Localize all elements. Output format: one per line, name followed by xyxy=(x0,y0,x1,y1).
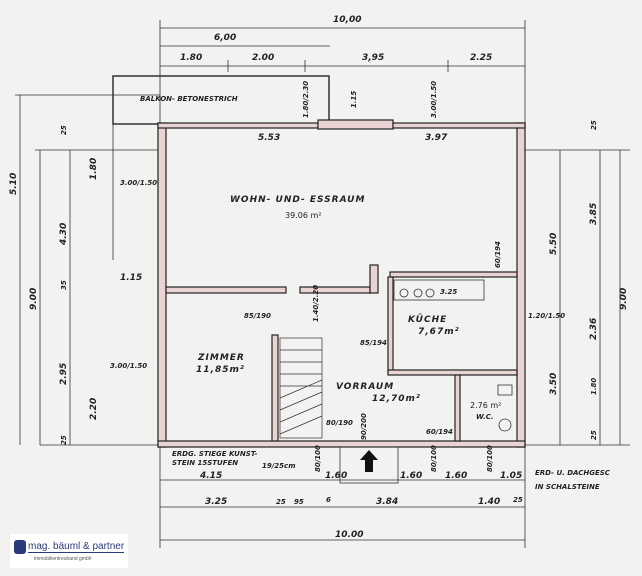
living-room-area: 39.06 m² xyxy=(285,211,321,220)
dim-bottom1-5: 1.05 xyxy=(500,471,522,481)
opening-balcony-door: 1.80/2.30 xyxy=(302,81,310,118)
dim-inner-2: 3.97 xyxy=(425,133,448,143)
wc-sink xyxy=(497,384,513,396)
dim-bottom2-3: 95 xyxy=(294,498,304,506)
opening-window-2: 80/100 xyxy=(430,445,438,472)
construction-note-1: ERD- U. DACHGESC xyxy=(535,469,611,477)
opening-window-3: 80/100 xyxy=(486,445,494,472)
dim-left-5: 2.95 xyxy=(59,363,69,385)
opening-zimmer-door: 85/190 xyxy=(244,312,271,320)
dim-left-1: 5.10 xyxy=(9,173,19,195)
dim-bottom1-1: 4.15 xyxy=(199,471,222,481)
kitchen-counter xyxy=(393,279,485,301)
stairs-note-1: ERDG. STIEGE KUNST- xyxy=(172,450,257,458)
balcony-label: BALKON- BETONESTRICH xyxy=(140,95,238,103)
dim-top-total: 10,00 xyxy=(333,15,361,25)
dim-right-8: 1.80 xyxy=(590,378,598,395)
entrance-steps xyxy=(339,446,399,484)
opening-hall-passage: 1.40/2.20 xyxy=(312,285,320,322)
dim-right-1: 5.50 xyxy=(549,233,559,255)
dim-top-seg-3: 3,95 xyxy=(362,53,384,63)
dim-bottom2-6: 1.40 xyxy=(478,497,500,507)
walls xyxy=(157,119,526,448)
dim-right-7: 25 xyxy=(590,430,598,440)
logo-name: mag. bäuml & partner xyxy=(28,541,125,553)
dim-left-2: 9.00 xyxy=(29,288,39,310)
logo-subtitle: immobilientreuhand gmbh xyxy=(34,556,92,562)
dim-right-6: 25 xyxy=(590,120,598,130)
dim-left-7: 1.15 xyxy=(120,273,142,283)
opening-kitchen-door: 85/194 xyxy=(360,339,387,347)
dim-left-10: 25 xyxy=(60,435,68,445)
company-logo: mag. bäuml & partner immobilientreuhand … xyxy=(10,534,128,568)
dim-bottom2-5: 3.84 xyxy=(376,497,398,507)
dim-bottom-total: 10.00 xyxy=(335,530,363,540)
dim-bottom2-7: 25 xyxy=(513,496,523,504)
dim-left-8: 25 xyxy=(60,125,68,135)
opening-wc-door: 60/194 xyxy=(426,428,453,436)
dim-bottom2-2: 25 xyxy=(276,498,286,506)
opening-stair-door: 80/190 xyxy=(326,419,353,427)
dim-inner-1: 5.53 xyxy=(258,133,280,143)
hall-label: VORRAUM xyxy=(336,382,394,392)
dim-bottom1-4: 1.60 xyxy=(445,471,467,481)
staircase xyxy=(279,337,323,439)
dim-right-4: 3.50 xyxy=(549,373,559,395)
opening-window-1: 80/100 xyxy=(314,445,322,472)
dim-right-2: 3.85 xyxy=(589,203,599,225)
zimmer-area: 11,85m² xyxy=(196,365,245,375)
dim-left-9: 35 xyxy=(60,280,68,290)
toilet-icon xyxy=(498,418,512,432)
opening-zimmer-window: 3.00/1.50 xyxy=(110,362,147,370)
zimmer-label: ZIMMER xyxy=(197,353,245,363)
dim-top-sub: 6,00 xyxy=(214,33,236,43)
wc-area: 2.76 m² xyxy=(470,401,501,410)
dim-top-seg-1: 1.80 xyxy=(180,53,202,63)
dim-balcony-depth: 1.15 xyxy=(350,91,358,108)
logo-mark-icon xyxy=(14,540,26,554)
hall-area: 12,70m² xyxy=(372,394,421,404)
dim-bottom2-4: 6 xyxy=(326,496,331,504)
opening-entrance-door: 90/200 xyxy=(360,413,368,440)
stairs-note-2: STEIN 15STUFEN xyxy=(172,459,238,467)
kitchen-area: 7,67m² xyxy=(418,327,460,337)
construction-note-2: IN SCHALSTEINE xyxy=(535,483,600,491)
living-room-label: WOHN- UND- ESSRAUM xyxy=(230,195,365,205)
stairs-note-3: 19/25cm xyxy=(262,462,295,470)
dim-left-4: 1.80 xyxy=(89,158,99,180)
dim-top-seg-4: 2.25 xyxy=(470,53,492,63)
dim-bottom2-1: 3.25 xyxy=(205,497,227,507)
dim-top-seg-2: 2.00 xyxy=(252,53,274,63)
dim-right-3: 9.00 xyxy=(619,288,629,310)
dim-right-5: 2.36 xyxy=(589,318,599,340)
opening-kitchen-window: 1.20/1.50 xyxy=(528,312,565,320)
dim-left-6: 2.20 xyxy=(89,398,99,420)
opening-labels: 85/190 85/194 80/190 90/200 60/194 80/10… xyxy=(110,81,565,472)
entrance-arrow-icon xyxy=(360,450,378,472)
kitchen-label: KÜCHE xyxy=(408,314,447,325)
dim-bottom1-3: 1.60 xyxy=(400,471,422,481)
opening-living-window-left: 3.00/1.50 xyxy=(120,179,157,187)
opening-living-window-top: 3.00/1.50 xyxy=(430,81,438,118)
wc-label: W.C. xyxy=(476,413,494,421)
opening-kitchen-small: 60/194 xyxy=(494,241,502,268)
dim-bottom1-2: 1.60 xyxy=(325,471,347,481)
kitchen-counter-label: 3.25 xyxy=(440,288,457,296)
dim-left-3: 4.30 xyxy=(59,223,69,246)
